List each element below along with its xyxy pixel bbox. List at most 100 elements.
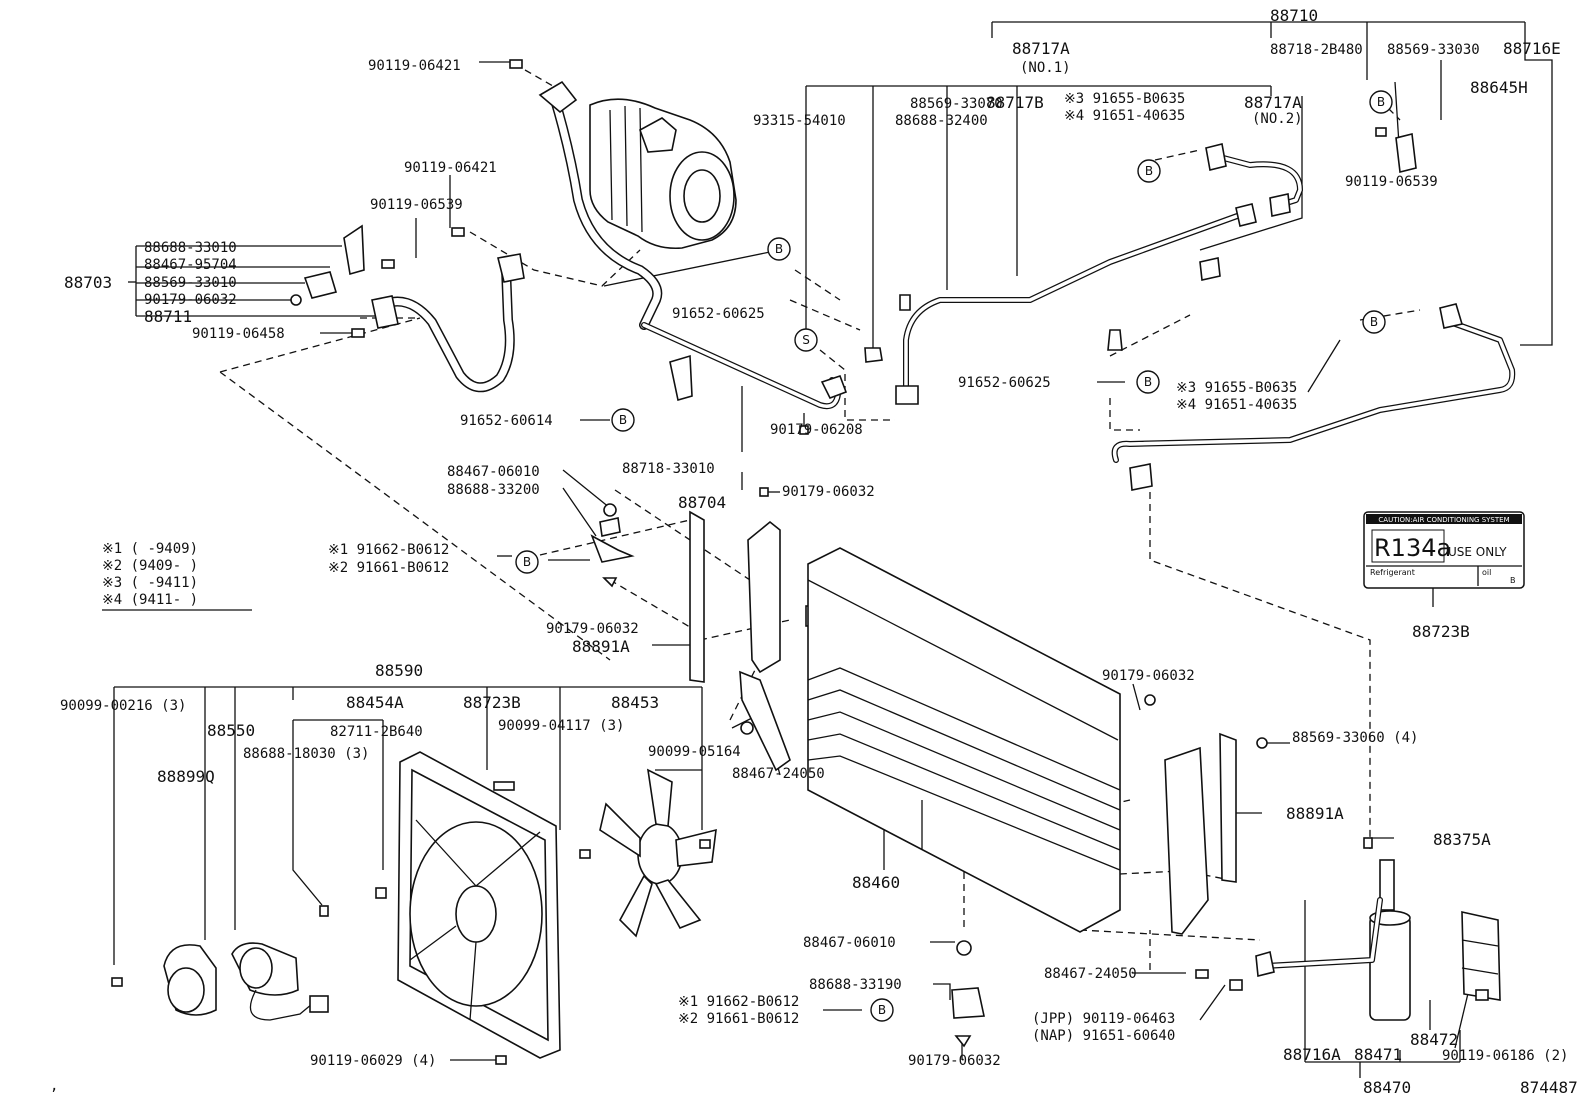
label-88590: 88590 — [375, 661, 423, 680]
svg-text:B: B — [1144, 375, 1152, 389]
label-88569-33030: 88569-33030 — [1387, 42, 1480, 58]
label-88467-24050-a: 88467-24050 — [732, 766, 825, 782]
label-91651-40635-a: ※4 91651-40635 — [1064, 108, 1185, 124]
marker-b-1: B — [767, 237, 791, 261]
label-88453: 88453 — [611, 693, 659, 712]
label-88716A: 88716A — [1283, 1045, 1341, 1064]
label-88467-06010-b: 88467-06010 — [803, 935, 896, 951]
mount-88467-06010-bottom — [951, 940, 1243, 1048]
compressor — [589, 98, 737, 250]
svg-text:B: B — [1145, 164, 1153, 178]
label-90119-06458: 90119-06458 — [192, 326, 285, 342]
discharge-hose — [538, 80, 663, 330]
label-88717B: 88717B — [986, 93, 1044, 112]
marker-b-6: B — [1136, 370, 1160, 394]
label-91662-B0612-a: ※1 91662-B0612 — [328, 542, 449, 558]
label-91655-B0635-a: ※3 91655-B0635 — [1064, 91, 1185, 107]
hose-88704 — [641, 322, 848, 410]
label-90119-06539-l: 90119-06539 — [370, 197, 463, 213]
label-88688-18030: 88688-18030 (3) — [243, 746, 369, 762]
suction-hose-88711 — [371, 253, 525, 393]
svg-text:B: B — [775, 242, 783, 256]
bracket-88891A-left — [689, 510, 821, 772]
caution-oil-b: B — [1510, 576, 1516, 585]
svg-text:B: B — [523, 555, 531, 569]
label-82711-2B640: 82711-2B640 — [330, 724, 423, 740]
svg-text:B: B — [619, 413, 627, 427]
bracket-88891A-right — [1144, 694, 1268, 935]
legend-row-4: ※4 (9411- ) — [102, 592, 198, 608]
label-90119-06029: 90119-06029 (4) — [310, 1053, 436, 1069]
caution-oil: oil — [1482, 568, 1491, 577]
label-88717A-no1: 88717A — [1012, 39, 1070, 58]
label-91651-40635-b: ※4 91651-40635 — [1176, 397, 1297, 413]
label-88710: 88710 — [1270, 6, 1318, 25]
label-88470: 88470 — [1363, 1078, 1411, 1097]
fan-88453 — [599, 768, 717, 938]
label-91662-B0612-b: ※1 91662-B0612 — [678, 994, 799, 1010]
label-88718-33010: 88718-33010 — [622, 461, 715, 477]
svg-text:S: S — [802, 333, 810, 347]
caution-r134a: R134a — [1374, 534, 1451, 562]
label-88550: 88550 — [207, 721, 255, 740]
pipe-88717A-no2 — [1199, 143, 1303, 281]
legend-row-2: ※2 (9409- ) — [102, 558, 198, 574]
legend-row-3: ※3 ( -9411) — [102, 575, 198, 591]
label-88472: 88472 — [1410, 1030, 1458, 1049]
motor-88550 — [231, 942, 329, 1021]
label-88723B-right: 88723B — [1412, 622, 1470, 641]
label-88711: 88711 — [144, 307, 192, 326]
label-90099-04117: 90099-04117 (3) — [498, 718, 624, 734]
marker-b-4: B — [1137, 159, 1161, 183]
label-88899Q: 88899Q — [157, 767, 215, 786]
label-90179-06208: 90179-06208 — [770, 422, 863, 438]
marker-b-2: B — [611, 408, 635, 432]
mount-88467-06010-top — [590, 503, 635, 588]
label-88375A: 88375A — [1433, 830, 1491, 849]
label-90099-00216: 90099-00216 (3) — [60, 698, 186, 714]
leader-lines — [113, 38, 1553, 1078]
corner-tick: , — [50, 1078, 58, 1094]
label-88471: 88471 — [1354, 1045, 1402, 1064]
label-88688-32400: 88688-32400 — [895, 113, 988, 129]
label-90119-06463: (JPP) 90119-06463 — [1032, 1011, 1175, 1027]
label-90179-06032-a: 90179-06032 — [144, 292, 237, 308]
liquid-pipe-88717B — [895, 203, 1257, 405]
label-90099-05164: 90099-05164 — [648, 744, 741, 760]
label-90179-06032-e: 90179-06032 — [908, 1053, 1001, 1069]
label-88704: 88704 — [678, 493, 726, 512]
label-88717A-no2-tag: (NO.2) — [1252, 111, 1303, 127]
label-90119-06539-r: 90119-06539 — [1345, 174, 1438, 190]
label-88718-2B480: 88718-2B480 — [1270, 42, 1363, 58]
legend: ※1 ( -9409) ※2 (9409- ) ※3 ( -9411) ※4 (… — [102, 541, 252, 611]
marker-b-8: B — [870, 998, 894, 1022]
label-88891A-left: 88891A — [572, 637, 630, 656]
label-91651-60640: (NAP) 91651-60640 — [1032, 1028, 1175, 1044]
svg-text:B: B — [878, 1003, 886, 1017]
label-88569-33070: 88569-33070 — [910, 96, 1003, 112]
label-91652-60625-b: 91652-60625 — [958, 375, 1051, 391]
label-88454A: 88454A — [346, 693, 404, 712]
label-88716E: 88716E — [1503, 39, 1561, 58]
marker-b-5: B — [1369, 90, 1393, 114]
label-88723B-mid: 88723B — [463, 693, 521, 712]
pipe-88716E — [1111, 303, 1516, 491]
condenser-88460 — [807, 547, 1121, 933]
label-88467-06010-a: 88467-06010 — [447, 464, 540, 480]
label-88891A-right: 88891A — [1286, 804, 1344, 823]
part-labels: 88710 88717A (NO.1) 88718-2B480 88569-33… — [50, 6, 1578, 1097]
label-90179-06032-d: 90179-06032 — [1102, 668, 1195, 684]
label-88703: 88703 — [64, 273, 112, 292]
marker-s-1: S — [794, 328, 818, 352]
receiver-88471 — [1255, 837, 1411, 1021]
label-88569-33060: 88569-33060 (4) — [1292, 730, 1418, 746]
label-90179-06032-b: 90179-06032 — [782, 484, 875, 500]
svg-text:B: B — [1370, 315, 1378, 329]
label-91661-B0612-a: ※2 91661-B0612 — [328, 560, 449, 576]
caution-refrigerant: Refrigerant — [1370, 568, 1415, 577]
label-88467-24050-b: 88467-24050 — [1044, 966, 1137, 982]
caution-label-88723B: CAUTION:AIR CONDITIONING SYSTEM R134a US… — [1363, 511, 1525, 589]
legend-row-1: ※1 ( -9409) — [102, 541, 198, 557]
label-90119-06421-a: 90119-06421 — [368, 58, 461, 74]
hose-hardware — [290, 59, 523, 338]
